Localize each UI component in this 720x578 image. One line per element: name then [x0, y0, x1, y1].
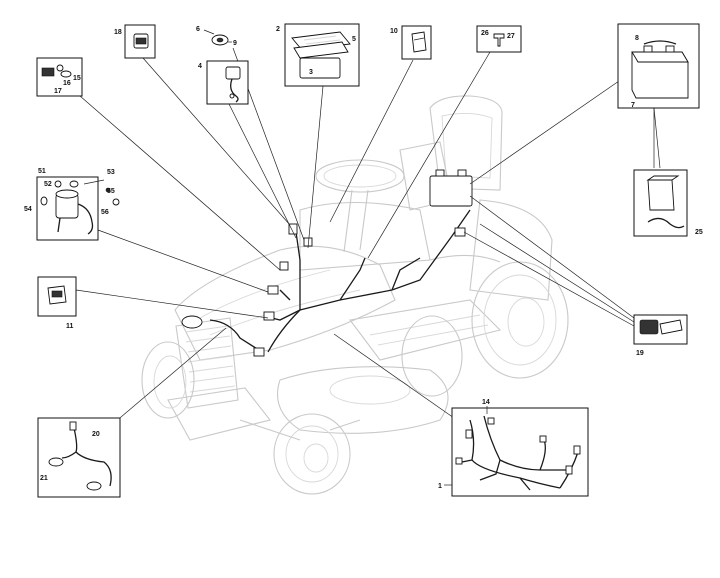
callout-box-harness	[451, 407, 589, 497]
grommet-part	[203, 29, 232, 46]
callout-box-26-27	[476, 25, 522, 53]
label-26: 26	[481, 30, 489, 37]
harness-on-tractor	[181, 169, 473, 357]
label-7: 7	[631, 102, 635, 109]
callout-box-15-16-17	[36, 57, 83, 97]
label-54: 54	[24, 206, 32, 213]
callout-box-20-21	[37, 417, 121, 498]
label-20: 20	[92, 431, 100, 438]
label-6: 6	[196, 26, 200, 33]
label-4: 4	[198, 63, 202, 70]
callout-box-battery	[617, 23, 700, 109]
label-10: 10	[390, 28, 398, 35]
callout-box-11	[37, 276, 77, 317]
label-15: 15	[73, 75, 81, 82]
label-5: 5	[352, 36, 356, 43]
callout-box-2	[284, 23, 360, 87]
callout-box-25	[633, 169, 688, 237]
label-1: 1	[438, 483, 442, 490]
callout-box-51-56	[36, 176, 99, 241]
callout-box-18	[124, 24, 156, 59]
label-2: 2	[276, 26, 280, 33]
label-8: 8	[635, 35, 639, 42]
label-51: 51	[38, 168, 46, 175]
label-11: 11	[66, 323, 74, 330]
label-56: 56	[101, 209, 109, 216]
label-55: 55	[107, 188, 115, 195]
label-9: 9	[233, 40, 237, 47]
label-17: 17	[54, 88, 62, 95]
callout-box-10	[401, 25, 432, 60]
callout-box-4	[206, 60, 249, 105]
label-3: 3	[309, 69, 313, 76]
label-21: 21	[40, 475, 48, 482]
leader-lines	[75, 47, 661, 429]
label-14: 14	[482, 399, 490, 406]
label-53: 53	[107, 169, 115, 176]
callout-box-19	[633, 314, 688, 345]
label-19: 19	[636, 350, 644, 357]
label-16: 16	[63, 80, 71, 87]
label-27: 27	[507, 33, 515, 40]
label-25: 25	[695, 229, 703, 236]
label-18: 18	[114, 29, 122, 36]
label-52: 52	[44, 181, 52, 188]
